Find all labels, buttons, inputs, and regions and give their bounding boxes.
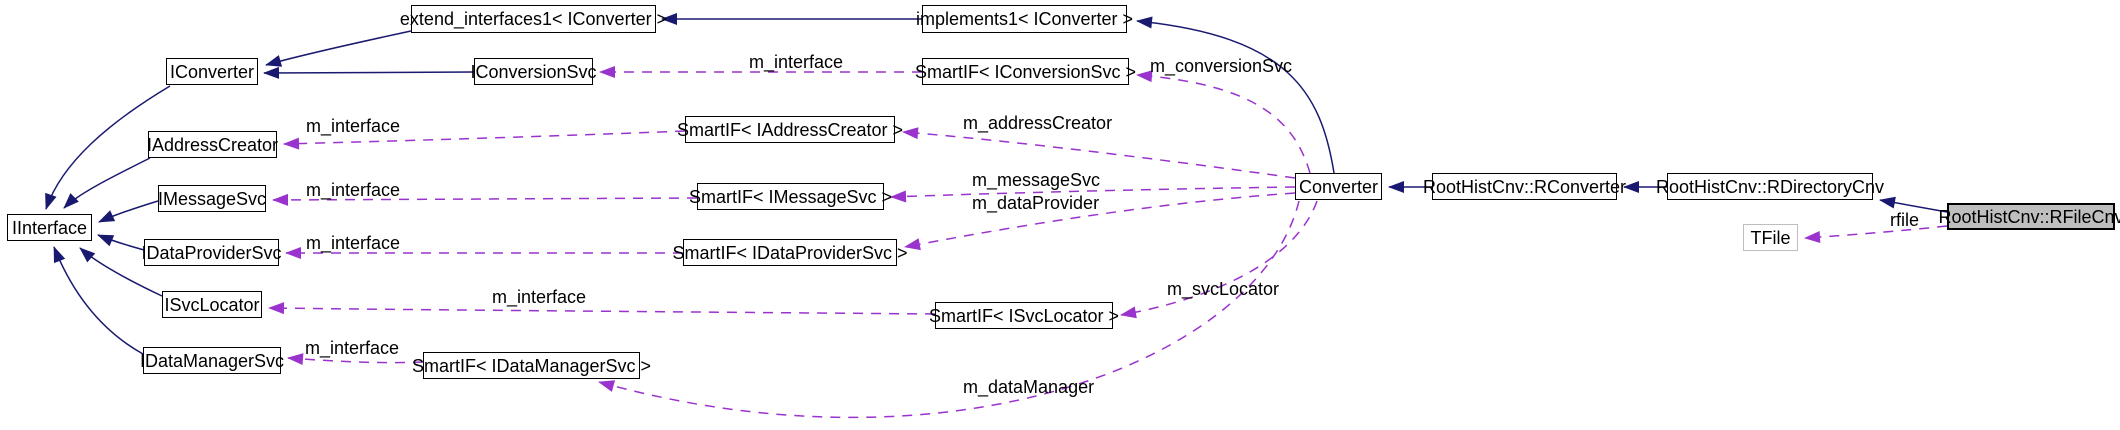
edge-label-m-interface-svclocator: m_interface xyxy=(492,287,587,307)
edge-smartif-idatamanagersvc-to-idatamanagersvc xyxy=(287,353,424,366)
edge-isvclocator-to-iinterface xyxy=(79,247,163,297)
edge-converter-to-smartif-iconversionsvc xyxy=(1136,70,1311,174)
edge-label-m-interface-messagesvc: m_interface xyxy=(306,180,401,200)
node-tfile[interactable]: TFile xyxy=(1743,224,1798,251)
edge-imessagesvc-to-iinterface xyxy=(98,200,159,223)
edge-converter-to-implements1 xyxy=(1136,16,1335,174)
edge-converter-to-smartif-imessagesvc xyxy=(890,186,1296,203)
edge-idataprovidersvc-to-iinterface xyxy=(97,234,145,251)
node-idataprovidersvc[interactable]: IDataProviderSvc xyxy=(141,239,282,266)
node-smartif-iconversionsvc[interactable]: SmartIF< IConversionSvc > xyxy=(915,58,1136,85)
node-smartif-iaddresscreator[interactable]: SmartIF< IAddressCreator > xyxy=(677,116,903,143)
edge-label-m-addresscreator: m_addressCreator xyxy=(963,113,1113,133)
edge-extend-interfaces1-to-iconverter xyxy=(265,30,412,67)
edge-label-m-svclocator: m_svcLocator xyxy=(1167,279,1280,299)
edge-label-m-interface-datamanagersvc: m_interface xyxy=(305,338,400,358)
edge-rfilecnv-to-rdirectorycnv xyxy=(1879,196,1948,213)
edge-converter-to-smartif-idataprovidersvc xyxy=(904,192,1296,251)
edge-rfilecnv-to-tfile xyxy=(1804,225,1948,244)
edge-converter-to-smartif-idatamanagersvc xyxy=(598,200,1300,419)
node-iconverter[interactable]: IConverter xyxy=(166,58,258,85)
node-smartif-isvclocator[interactable]: SmartIF< ISvcLocator > xyxy=(929,302,1119,329)
edge-label-m-datamanager: m_dataManager xyxy=(963,377,1095,397)
edge-label-m-dataprovider: m_dataProvider xyxy=(972,193,1100,213)
edge-idatamanagersvc-to-iinterface xyxy=(53,246,144,355)
node-iconversionsvc[interactable]: IConversionSvc xyxy=(470,58,597,85)
node-implements1[interactable]: implements1< IConverter > xyxy=(916,5,1133,33)
node-converter[interactable]: Converter xyxy=(1295,173,1382,200)
node-imessagesvc[interactable]: IMessageSvc xyxy=(158,185,266,212)
edge-label-m-messagesvc: m_messageSvc xyxy=(972,170,1101,190)
node-iaddresscreator[interactable]: IAddressCreator xyxy=(147,131,278,158)
node-roothistcnv-rconverter[interactable]: RootHistCnv::RConverter xyxy=(1423,173,1626,200)
node-smartif-idatamanagersvc[interactable]: SmartIF< IDataManagerSvc > xyxy=(412,352,651,379)
edge-smartif-isvclocator-to-isvclocator xyxy=(268,302,936,315)
node-roothistcnv-rdirectorycnv[interactable]: RootHistCnv::RDirectoryCnv xyxy=(1656,173,1884,200)
edge-label-m-interface-dataprovidersvc: m_interface xyxy=(306,233,401,253)
edge-converter-to-smartif-isvclocator xyxy=(1120,200,1318,319)
edge-smartif-iaddresscreator-to-iaddresscreator xyxy=(283,130,686,150)
edge-iconverter-to-iinterface xyxy=(45,85,171,210)
edge-label-m-interface-addresscreator: m_interface xyxy=(306,116,401,136)
edge-label-rfile: rfile xyxy=(1890,210,1920,230)
node-smartif-idataprovidersvc[interactable]: SmartIF< IDataProviderSvc > xyxy=(672,239,908,266)
edge-label-m-interface-conversionsvc: m_interface xyxy=(749,52,844,72)
node-roothistcnv-rfilecnv: RootHistCnv::RFileCnv xyxy=(1938,203,2120,230)
node-isvclocator[interactable]: ISvcLocator xyxy=(162,291,262,318)
node-idatamanagersvc[interactable]: IDataManagerSvc xyxy=(140,347,284,374)
node-smartif-imessagesvc[interactable]: SmartIF< IMessageSvc > xyxy=(689,183,892,210)
edge-iconversionsvc-to-iconverter xyxy=(263,66,475,79)
edge-iaddresscreator-to-iinterface xyxy=(63,157,151,209)
node-extend-interfaces1[interactable]: extend_interfaces1< IConverter > xyxy=(400,5,667,33)
edge-label-m-conversionsvc: m_conversionSvc xyxy=(1150,56,1293,76)
node-iinterface[interactable]: IInterface xyxy=(7,214,92,241)
edge-converter-to-smartif-iaddresscreator xyxy=(902,127,1296,179)
